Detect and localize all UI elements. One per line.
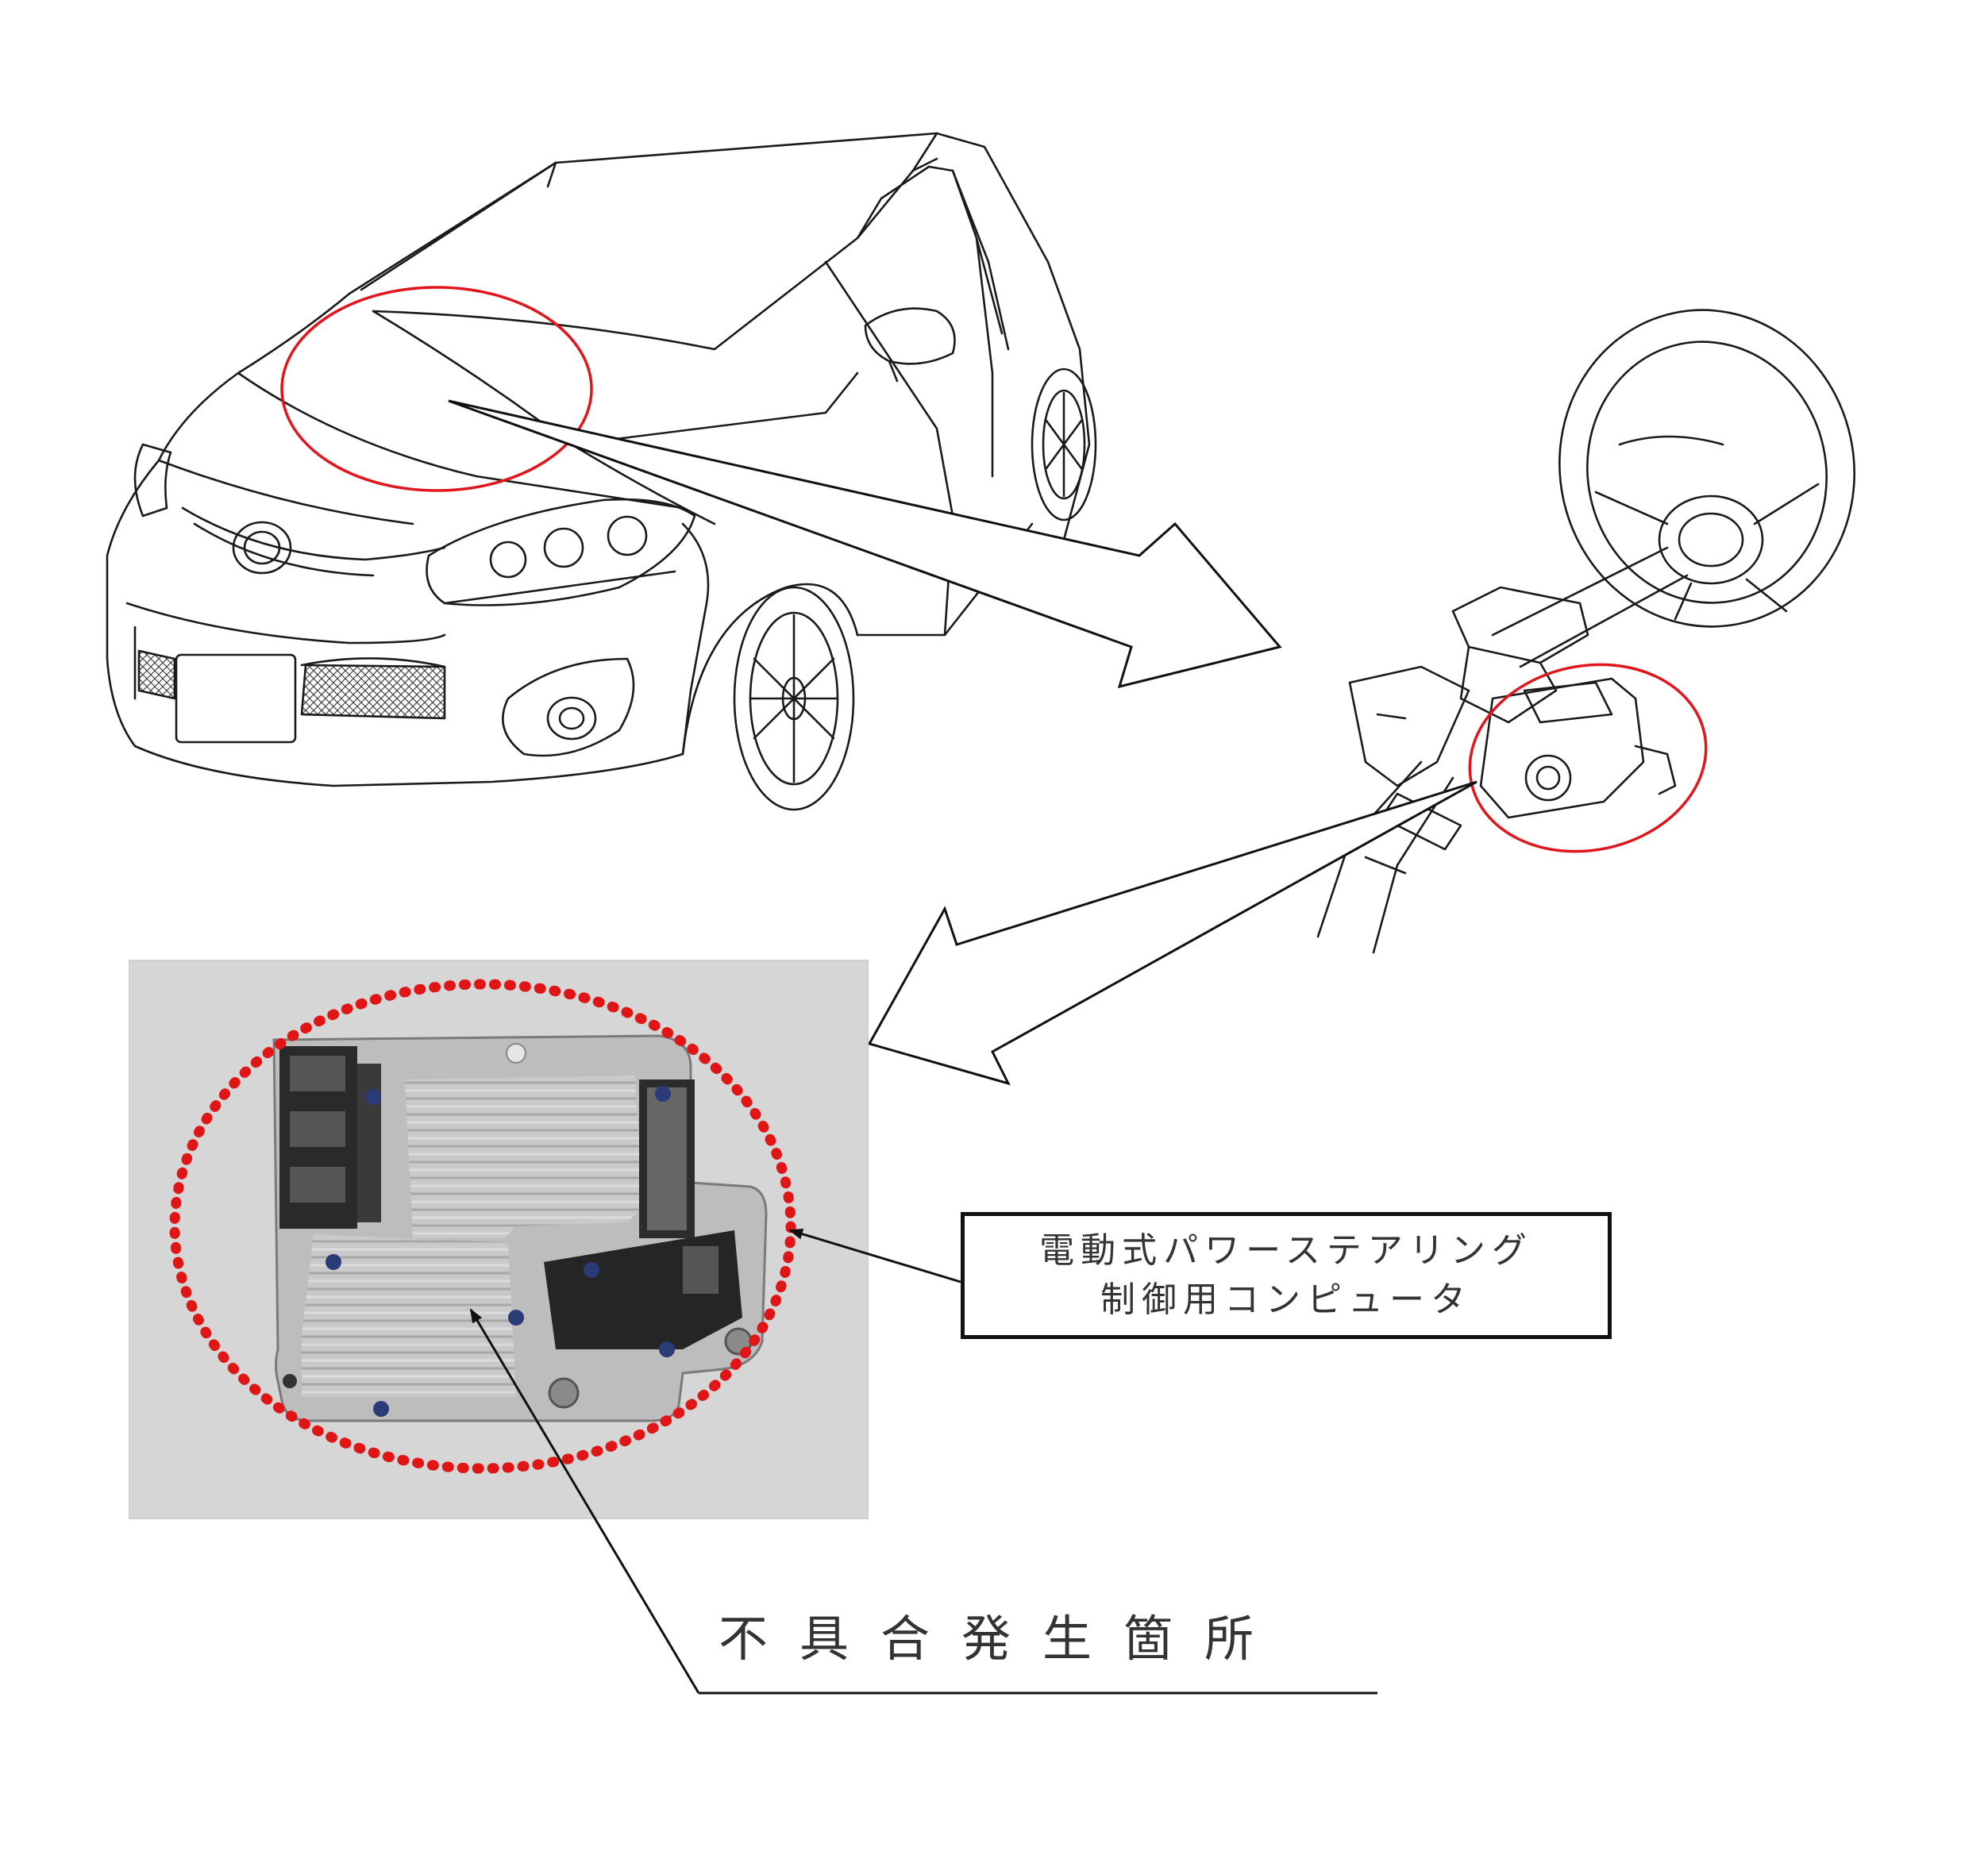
hood-highlight-ellipse — [280, 286, 593, 492]
arrow-column-to-ecu — [867, 780, 1478, 1086]
column-highlight-ellipse — [1468, 663, 1708, 853]
callout-line-1: 電動式パワーステアリング — [1039, 1230, 1533, 1271]
arrow-car-to-column — [448, 399, 1282, 689]
defect-leader-line — [469, 1308, 700, 1694]
ecu-photo — [129, 960, 869, 1519]
car-illustration — [106, 132, 1097, 811]
defect-location-label: 不具合発生箇所 — [719, 1610, 1286, 1668]
callout-line-2: 制御用コンピュータ — [1100, 1280, 1472, 1320]
ecu-callout-box: 電動式パワーステアリング 制御用コンピュータ — [961, 1212, 1612, 1339]
ecu-dotted-ellipse — [169, 979, 796, 1474]
callout-leader-line — [788, 1228, 961, 1283]
steering-column-illustration — [1316, 309, 1855, 954]
